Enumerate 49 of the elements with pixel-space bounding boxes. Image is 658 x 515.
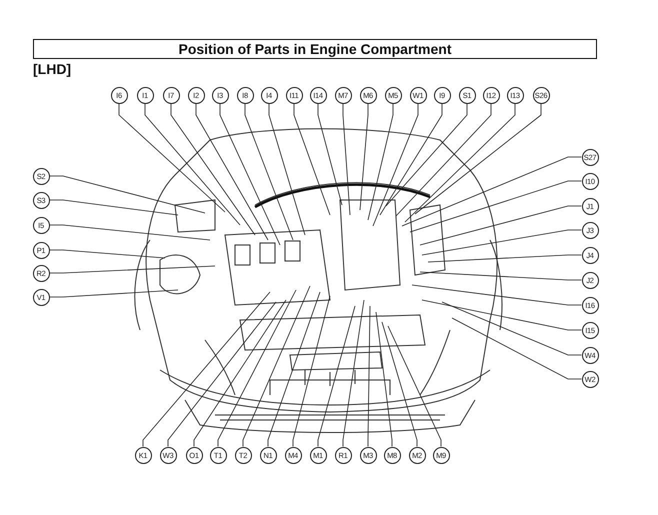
leader-line [318, 103, 342, 206]
leader-line [196, 103, 268, 240]
leader-line [218, 290, 296, 447]
leader-line [49, 290, 178, 298]
leader-line [396, 103, 492, 216]
leader-line [410, 180, 582, 232]
leader-line [268, 103, 306, 236]
leader-line [372, 103, 418, 226]
leader-line [388, 326, 442, 447]
leader-line [49, 176, 206, 214]
leader-line [342, 300, 364, 447]
leader-line [342, 103, 350, 216]
leader-line [428, 254, 582, 262]
leader-line [442, 302, 582, 356]
leader-line [376, 312, 392, 447]
leader-line [318, 306, 356, 447]
leader-line [168, 302, 276, 447]
leader-line [194, 300, 286, 447]
leader-line [360, 103, 368, 210]
leader-line [386, 103, 468, 206]
leader-line [368, 103, 394, 220]
leader-line [170, 103, 256, 236]
leader-line [420, 206, 582, 246]
leader-line [402, 156, 582, 226]
leader-line [268, 292, 320, 447]
leader-line [144, 103, 240, 226]
leader-line [404, 103, 516, 222]
leader-line [368, 306, 370, 447]
leader-line [220, 103, 280, 246]
leader-line [49, 266, 216, 274]
leader-line [49, 224, 210, 240]
leader-line [244, 103, 294, 240]
leader-line [420, 272, 582, 280]
leader-line [49, 250, 166, 258]
title: Position of Parts in Engine Compartment [33, 39, 597, 59]
leader-line [242, 286, 310, 447]
leader-line [452, 318, 582, 380]
section-label: [LHD] [33, 61, 72, 77]
leader-line [422, 230, 582, 256]
leader-line [380, 103, 442, 216]
leader-line [142, 292, 270, 447]
leader-line [49, 200, 178, 216]
leader-line [292, 296, 330, 447]
leader-line [382, 322, 418, 447]
leader-line [294, 103, 330, 216]
leader-line [414, 103, 542, 214]
leader-line [412, 284, 582, 306]
leader-line [118, 103, 226, 212]
leader-line [422, 300, 582, 330]
